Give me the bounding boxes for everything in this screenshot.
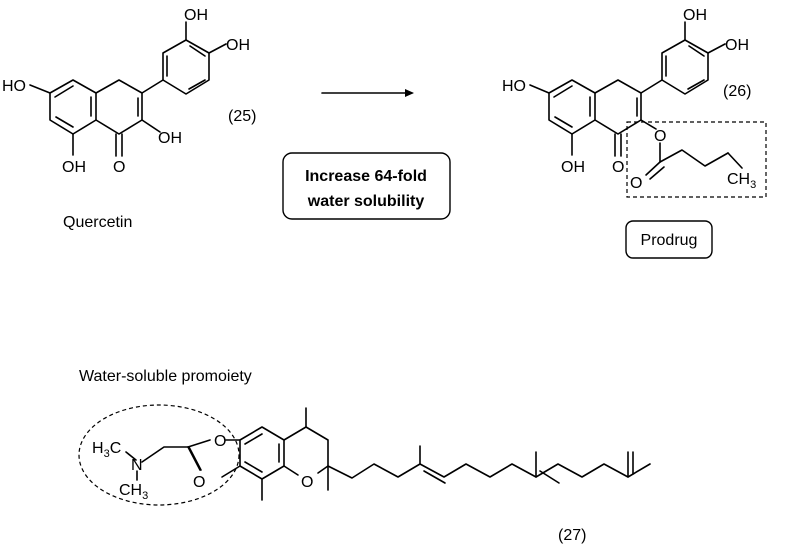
prodrug-structure: OH OH HO OH O O O CH3 (26) (502, 7, 767, 198)
reaction-condition-box: Increase 64-fold water solubility (282, 152, 451, 220)
oh-right-label: OH (725, 37, 749, 54)
ring-oxygen-label: O (301, 474, 313, 491)
oh-c3-label: OH (158, 130, 182, 147)
oh-top-label: OH (683, 7, 707, 24)
oh-right-label: OH (226, 37, 250, 54)
prodrug-label: Prodrug (641, 232, 698, 249)
ch3-label: CH3 (727, 171, 756, 191)
compound-number-26: (26) (723, 83, 751, 100)
carbonyl-oxygen-label: O (113, 159, 125, 176)
carbonyl-oxygen-label: O (193, 474, 205, 491)
ester-oxygen-label: O (654, 128, 666, 145)
ester-oxygen-label: O (214, 433, 226, 450)
oh-top-label: OH (184, 7, 208, 24)
quercetin-caption: Quercetin (63, 214, 132, 231)
oh-bottom-label: OH (561, 159, 585, 176)
quercetin-structure: OH OH HO OH OH O (25) Quercetin (2, 7, 256, 231)
oh-bottom-label: OH (62, 159, 86, 176)
prodrug-label-box: Prodrug (625, 220, 713, 259)
condition-line-2: water solubility (307, 193, 425, 210)
acyl-oxygen-label: O (630, 175, 642, 192)
n-methyl-label: CH3 (119, 482, 148, 502)
compound-number-25: (25) (228, 108, 256, 125)
condition-line-1: Increase 64-fold (305, 168, 427, 185)
tocopherol-prodrug-structure: Water-soluble promoiety H3C N CH3 O O O (78, 368, 651, 544)
promoiety-caption: Water-soluble promoiety (79, 368, 252, 385)
h3c-label: H3C (92, 440, 121, 460)
ho-left-label: HO (2, 78, 26, 95)
promoiety-dashed-box (626, 121, 767, 198)
nitrogen-label: N (131, 457, 143, 474)
reaction-arrow (321, 89, 414, 97)
ho-left-label: HO (502, 78, 526, 95)
promoiety-dashed-ellipse (78, 404, 240, 506)
compound-number-27: (27) (558, 527, 586, 544)
carbonyl-oxygen-label: O (612, 159, 624, 176)
